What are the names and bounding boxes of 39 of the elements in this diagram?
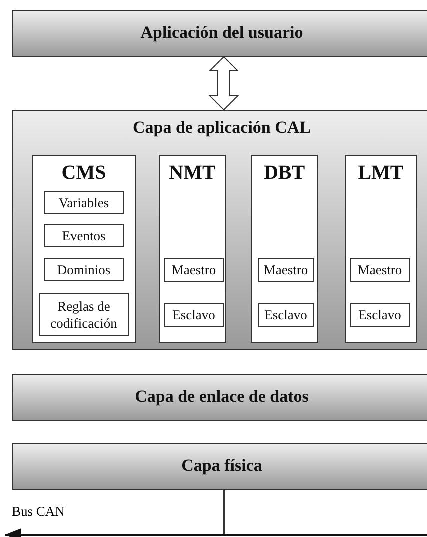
module-title: NMT: [168, 162, 217, 185]
function-box: [350, 258, 410, 282]
module-title: CMS: [60, 162, 108, 185]
layer-title: Capa física: [180, 456, 264, 476]
function-label: Dominios: [56, 261, 112, 278]
function-box: [164, 303, 224, 327]
layer-box: [12, 110, 427, 350]
function-box: [44, 258, 124, 281]
function-box: [350, 303, 410, 327]
bus-label: Bus CAN: [12, 504, 65, 520]
function-box: [39, 293, 129, 336]
function-label: Maestro: [356, 262, 404, 278]
function-label: Esclavo: [172, 306, 216, 324]
module-title: DBT: [262, 162, 306, 185]
module-column: [32, 155, 136, 343]
module-column: [251, 155, 318, 343]
layer-title: Aplicación del usuario: [140, 23, 304, 43]
layer-box: [12, 10, 427, 57]
function-box: [44, 191, 124, 214]
function-box: [258, 258, 314, 282]
function-label: Eventos: [61, 227, 107, 244]
function-label: Esclavo: [264, 306, 308, 324]
module-column: [159, 155, 226, 343]
function-label: Maestro: [170, 262, 218, 278]
function-box: [44, 224, 124, 247]
layer-box: [12, 443, 427, 490]
function-label: Reglas de codificación: [50, 298, 118, 332]
connector-line: [223, 490, 225, 535]
layer-box: [12, 374, 427, 421]
layer-title: Capa de aplicación CAL: [132, 118, 312, 138]
function-box: [258, 303, 314, 327]
double-arrow: [208, 56, 240, 111]
module-title: LMT: [357, 162, 405, 185]
function-label: Variables: [58, 194, 110, 211]
module-column: [345, 155, 417, 343]
function-label: Esclavo: [358, 306, 402, 324]
layer-title: Capa de enlace de datos: [134, 387, 310, 407]
function-box: [164, 258, 224, 282]
function-label: Maestro: [262, 262, 310, 278]
